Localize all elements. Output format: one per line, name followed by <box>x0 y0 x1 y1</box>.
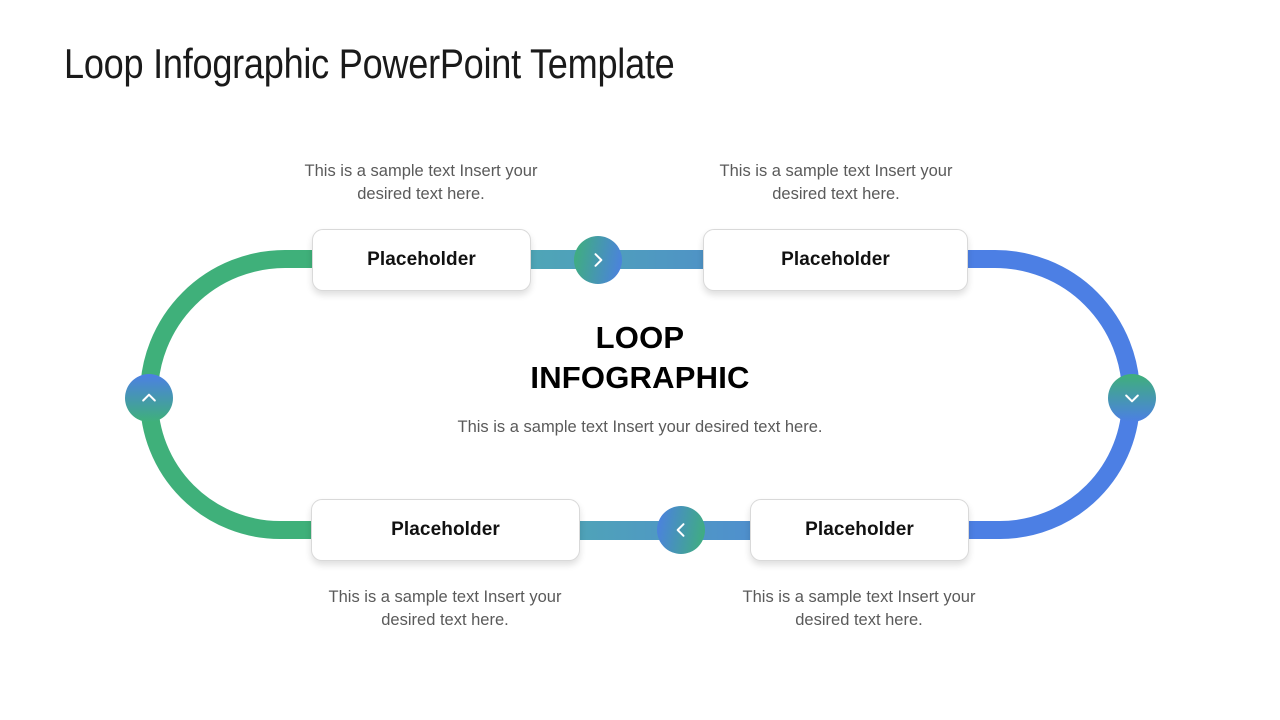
center-text-block: LOOP INFOGRAPHIC This is a sample text I… <box>400 318 880 439</box>
node-button-top[interactable] <box>574 236 622 284</box>
center-title-line2: INFOGRAPHIC <box>530 360 750 395</box>
step-caption-bottom-left: This is a sample text Insert your desire… <box>328 588 562 629</box>
center-description: This is a sample text Insert your desire… <box>457 418 823 436</box>
step-caption-top-right: This is a sample text Insert your desire… <box>719 162 953 203</box>
chevron-left-icon <box>671 520 691 540</box>
center-title: LOOP INFOGRAPHIC <box>400 318 880 398</box>
placeholder-box-top-right[interactable]: Placeholder <box>703 229 968 291</box>
placeholder-label: Placeholder <box>805 519 914 540</box>
step-caption-bottom-right: This is a sample text Insert your desire… <box>742 588 976 629</box>
node-button-right[interactable] <box>1108 374 1156 422</box>
placeholder-box-bottom-left[interactable]: Placeholder <box>311 499 580 561</box>
placeholder-label: Placeholder <box>781 249 890 270</box>
placeholder-box-bottom-right[interactable]: Placeholder <box>750 499 969 561</box>
chevron-up-icon <box>139 388 159 408</box>
node-button-bottom[interactable] <box>657 506 705 554</box>
node-button-left[interactable] <box>125 374 173 422</box>
center-title-line1: LOOP <box>595 320 685 355</box>
page-title: Loop Infographic PowerPoint Template <box>64 40 675 87</box>
chevron-right-icon <box>588 250 608 270</box>
placeholder-label: Placeholder <box>367 249 476 270</box>
chevron-down-icon <box>1122 388 1142 408</box>
placeholder-label: Placeholder <box>391 519 500 540</box>
placeholder-box-top-left[interactable]: Placeholder <box>312 229 531 291</box>
step-caption-top-left: This is a sample text Insert your desire… <box>304 162 538 203</box>
